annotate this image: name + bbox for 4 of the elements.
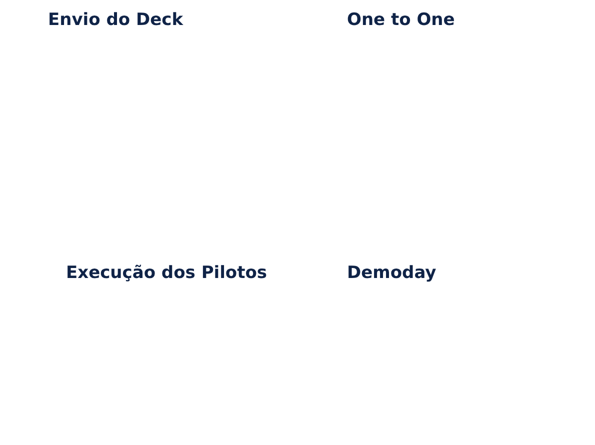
section-heading: Demoday: [347, 263, 436, 283]
section-heading: One to One: [347, 10, 455, 30]
section-heading: Execução dos Pilotos: [66, 263, 268, 283]
section-heading: Envio do Deck: [48, 10, 184, 30]
